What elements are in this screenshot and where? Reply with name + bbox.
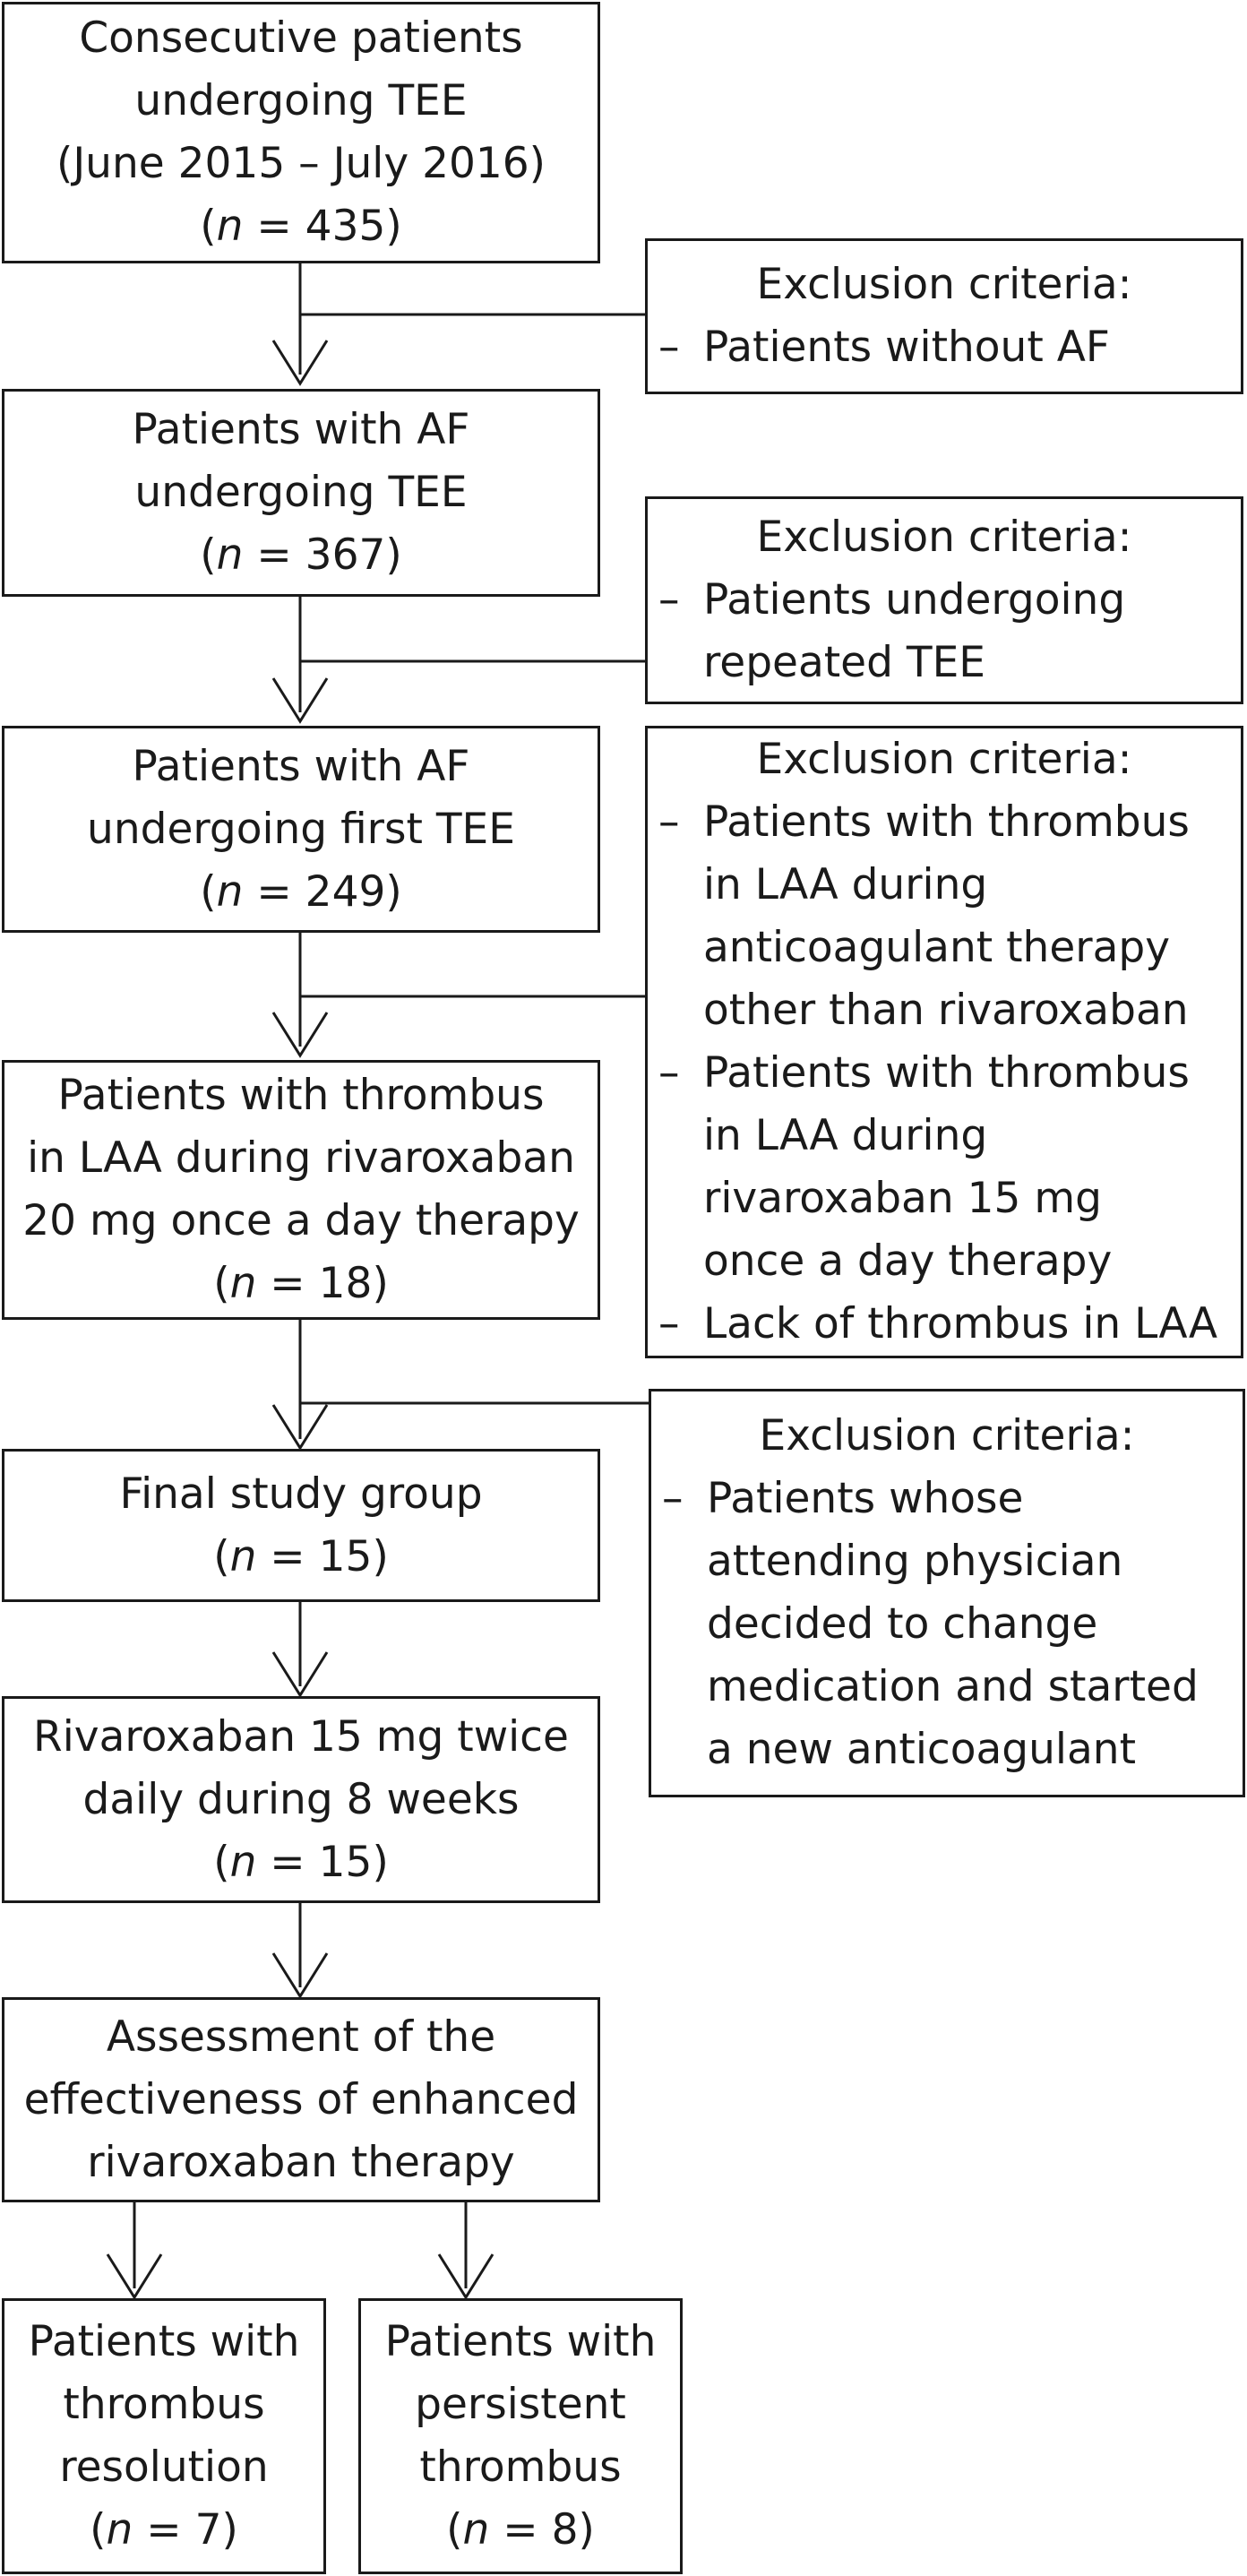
exclusion-text: anticoagulant therapy [703,923,1171,972]
box-line: thrombus [63,2380,265,2429]
box-line: Assessment of the [106,2012,496,2062]
box-line: Patients with [384,2317,657,2366]
box-af-first-tee: Patients with AF undergoing first TEE (n… [2,726,600,933]
dash-marker: – [658,1299,680,1348]
exclusion-text: Patients with thrombus [703,797,1190,847]
box-line: resolution [59,2442,269,2492]
box-count: (n = 7) [90,2505,238,2554]
exclusion-item: – Patients without AF [658,316,1230,379]
exclusion-title: Exclusion criteria: [756,735,1132,784]
box-line: Consecutive patients [79,13,523,63]
exclusion-item: – Patients whose attending physician dec… [662,1468,1232,1781]
exclusion-text: Patients with thrombus [703,1048,1190,1098]
exclusion-box-4: Exclusion criteria: – Patients whose att… [649,1389,1245,1797]
exclusion-item: – Lack of thrombus in LAA [658,1293,1230,1356]
box-count: (n = 249) [200,866,402,917]
box-assessment: Assessment of the effectiveness of enhan… [2,1997,600,2202]
dash-marker: – [658,797,680,847]
box-persistent-thrombus: Patients with persistent thrombus (n = 8… [358,2298,683,2574]
box-line: Patients with AF [132,405,470,454]
exclusion-box-2: Exclusion criteria: – Patients undergoin… [645,496,1243,704]
exclusion-text: in LAA during [703,860,988,909]
dash-marker: – [662,1474,684,1523]
box-thrombus-20mg: Patients with thrombus in LAA during riv… [2,1060,600,1320]
dash-marker: – [658,323,680,372]
arrow-4-head [271,1404,329,1451]
box-line: Patients with AF [132,741,470,791]
exclusion-title: Exclusion criteria: [756,513,1132,562]
exclusion-title: Exclusion criteria: [756,260,1132,309]
box-line: Patients with [28,2317,300,2366]
box-line: thrombus [419,2442,622,2492]
exclusion-item: – Patients with thrombus in LAA during r… [658,1042,1230,1293]
box-line: Final study group [119,1469,483,1519]
arrow-1-head [271,340,329,386]
box-line: effectiveness of enhanced [23,2074,579,2124]
exclusion-item: – Patients with thrombus in LAA during a… [658,791,1230,1042]
arrow-8-head [437,2253,494,2300]
box-line: undergoing first TEE [87,804,515,854]
arrow-7-head [106,2253,163,2300]
exclusion-text: rivaroxaban 15 mg [703,1174,1102,1223]
arrow-3-head [271,1012,329,1058]
box-count: (n = 435) [200,202,402,251]
box-line: in LAA during rivaroxaban [27,1133,575,1183]
exclusion-text: attending physician [707,1537,1123,1586]
box-line: 20 mg once a day therapy [22,1196,580,1245]
box-af-patients: Patients with AF undergoing TEE (n = 367… [2,389,600,597]
box-count: (n = 367) [200,530,402,580]
exclusion-text: medication and started [707,1662,1199,1711]
box-line: undergoing TEE [134,76,468,125]
box-line: Rivaroxaban 15 mg twice [33,1711,569,1762]
exclusion-text: Patients without AF [703,323,1110,372]
box-line: Patients with thrombus [57,1071,545,1120]
box-line: undergoing TEE [134,468,468,517]
box-thrombus-resolution: Patients with thrombus resolution (n = 7… [2,2298,326,2574]
arrow-5-head [271,1651,329,1698]
dash-marker: – [658,575,680,625]
exclusion-text: decided to change [707,1599,1098,1649]
exclusion-text: once a day therapy [703,1236,1113,1286]
box-line: rivaroxaban therapy [87,2137,515,2187]
exclusion-box-1: Exclusion criteria: – Patients without A… [645,238,1243,394]
exclusion-text: in LAA during [703,1111,988,1160]
exclusion-box-3: Exclusion criteria: – Patients with thro… [645,726,1243,1358]
box-consecutive-patients: Consecutive patients undergoing TEE (Jun… [2,2,600,263]
dash-marker: – [658,1048,680,1098]
exclusion-text: Patients undergoing [703,575,1126,625]
exclusion-text: Lack of thrombus in LAA [703,1299,1217,1348]
exclusion-title: Exclusion criteria: [759,1411,1135,1460]
box-line: (June 2015 – July 2016) [56,139,546,188]
arrow-6-head [271,1952,329,1999]
exclusion-text: a new anticoagulant [707,1725,1136,1774]
exclusion-text: repeated TEE [703,638,985,687]
box-count: (n = 18) [213,1259,389,1308]
exclusion-item: – Patients undergoing repeated TEE [658,569,1230,694]
box-rivaroxaban-15mg: Rivaroxaban 15 mg twice daily during 8 w… [2,1696,600,1903]
box-count: (n = 8) [446,2505,595,2554]
exclusion-text: other than rivaroxaban [703,986,1189,1035]
box-line: daily during 8 weeks [82,1774,520,1824]
exclusion-text: Patients whose [707,1474,1024,1523]
box-count: (n = 15) [213,1837,389,1887]
box-count: (n = 15) [213,1531,389,1581]
arrow-2-head [271,677,329,724]
box-line: persistent [415,2380,626,2429]
box-final-study-group: Final study group (n = 15) [2,1449,600,1602]
